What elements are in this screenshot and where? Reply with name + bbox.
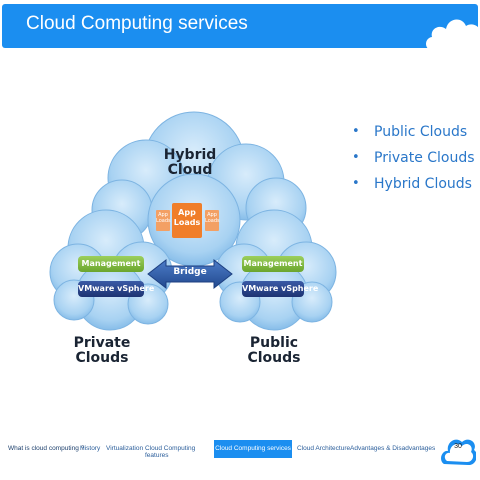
nav-what-is-cloud-computing[interactable]: What is cloud computing ? bbox=[8, 445, 85, 452]
bridge-label: Bridge bbox=[173, 267, 207, 277]
hybrid-cloud-label: Hybrid Cloud bbox=[163, 147, 217, 179]
bridge-arrow bbox=[147, 258, 233, 290]
page-number: 30 bbox=[454, 443, 462, 450]
banner-cloud-icon bbox=[426, 19, 480, 50]
bullet-item: • Hybrid Clouds bbox=[352, 176, 472, 192]
bullet-icon: • bbox=[352, 124, 360, 139]
bullet-icon: • bbox=[352, 150, 360, 165]
cloud-types-list: • Public Clouds • Private Clouds • Hybri… bbox=[352, 124, 475, 202]
slide-title: Cloud Computing services bbox=[26, 13, 248, 34]
nav-cloud-computing-features[interactable]: Cloud Computing features bbox=[145, 445, 196, 460]
public-management-pill: Management bbox=[242, 256, 304, 272]
private-vmware-pill: VMware vSphere bbox=[78, 281, 154, 297]
public-vmware-pill: VMware vSphere bbox=[242, 281, 318, 297]
page-badge-cloud-icon bbox=[441, 439, 476, 466]
private-management-pill: Management bbox=[78, 256, 144, 272]
bullet-item: • Private Clouds bbox=[352, 150, 475, 166]
title-banner: Cloud Computing services bbox=[2, 4, 480, 50]
nav-advantages-disadvantages[interactable]: Advantages & Disadvantages bbox=[350, 445, 436, 452]
footer-nav: What is cloud computing ? History Virtua… bbox=[0, 439, 480, 480]
public-clouds-label: Public Clouds bbox=[247, 335, 301, 367]
private-clouds-label: Private Clouds bbox=[73, 335, 131, 367]
nav-virtualization[interactable]: Virtualization bbox=[106, 445, 144, 452]
bullet-icon: • bbox=[352, 176, 360, 191]
nav-history[interactable]: History bbox=[80, 445, 101, 452]
page-number-badge: 30 bbox=[440, 430, 476, 468]
nav-cloud-computing-services[interactable]: Cloud Computing services bbox=[214, 440, 292, 458]
nav-cloud-architecture[interactable]: Cloud Architecture bbox=[297, 445, 351, 452]
bullet-item: • Public Clouds bbox=[352, 124, 468, 140]
